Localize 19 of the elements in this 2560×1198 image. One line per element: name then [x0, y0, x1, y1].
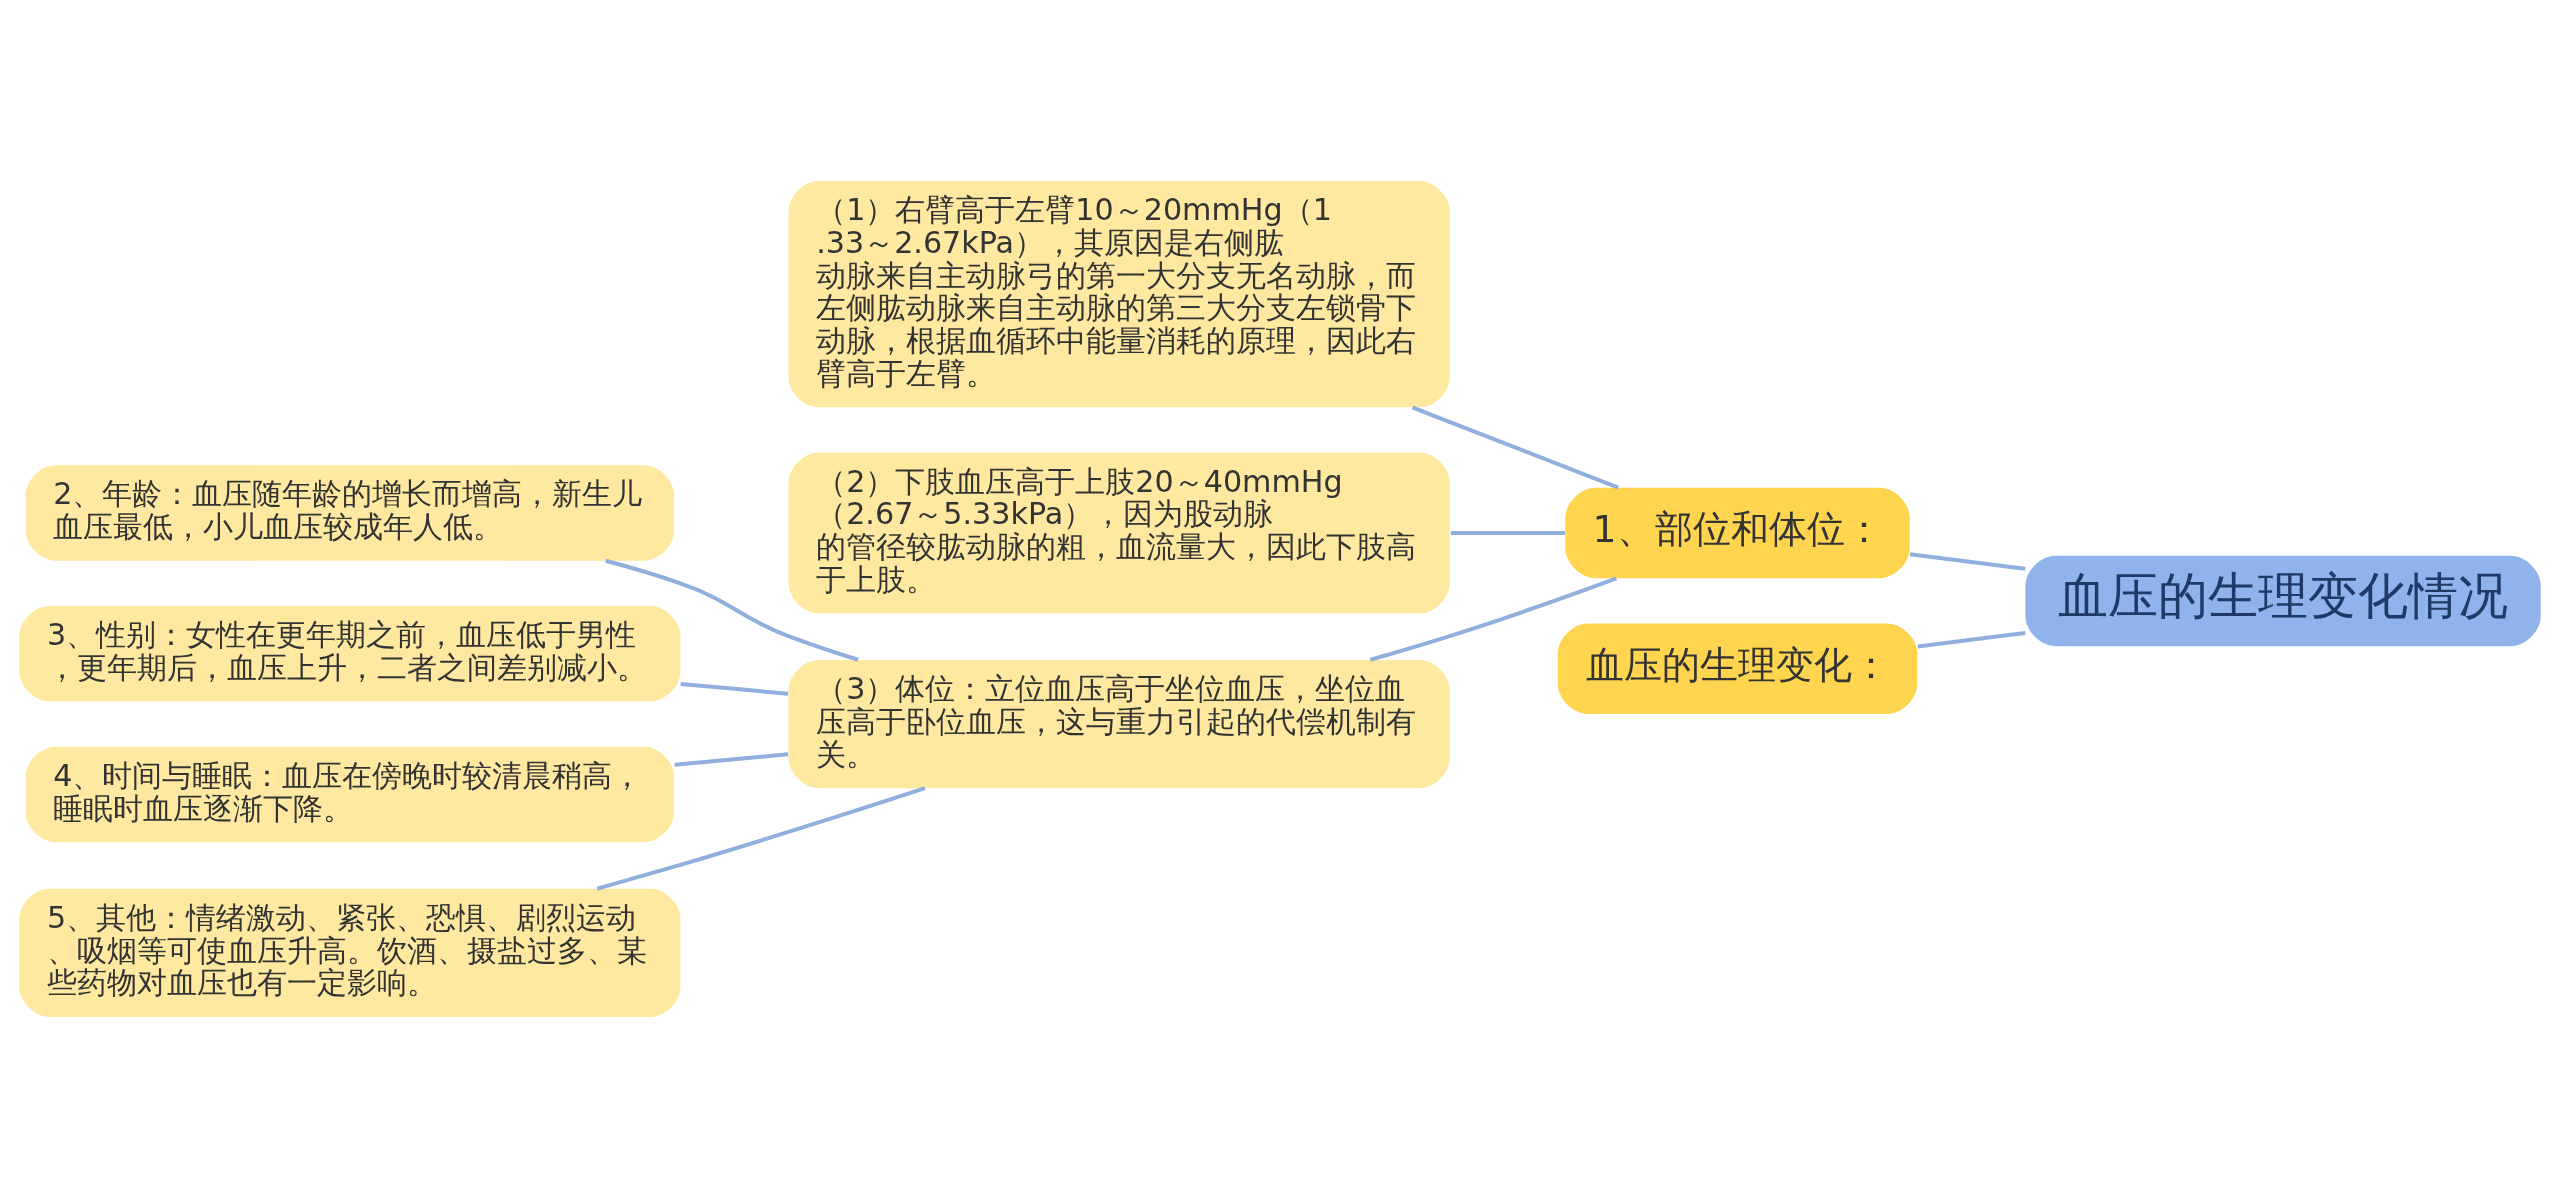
- connector: [1909, 552, 2026, 571]
- connector: [680, 681, 789, 696]
- node-box: 4、时间与睡眠：血压在傍晚时较清晨稍高，睡眠时血压逐渐下降。: [25, 746, 675, 843]
- connector: [674, 752, 789, 767]
- node-box: 3、性别：女性在更年期之前，血压低于男性，更年期后，血压上升，二者之间差别减小。: [19, 605, 681, 702]
- node-box: （3）体位：立位血压高于坐位血压，坐位血压高于卧位血压，这与重力引起的代偿机制有关。: [788, 659, 1450, 789]
- connector: [605, 558, 859, 662]
- node-box: 血压的生理变化情况: [2025, 555, 2541, 647]
- node-box: （2）下肢血压高于上肢20～40mmHg（2.67～5.33kPa），因为股动脉的管径较肱动脉的粗，血流量大，因此下肢高于上肢。: [788, 452, 1450, 614]
- connector: [1450, 531, 1565, 535]
- node-box: 2、年龄：血压随年龄的增长而增高，新生儿血压最低，小儿血压较成年人低。: [25, 465, 675, 561]
- node-box: 1、部位和体位：: [1565, 487, 1910, 579]
- connector: [1917, 630, 2026, 649]
- node-box: 血压的生理变化：: [1557, 623, 1918, 714]
- connector: [596, 786, 926, 891]
- node-box: （1）右臂高于左臂10～20mmHg（1.33～2.67kPa），其原因是右侧肱动脉来自主动脉弓的第一大分支无名动脉，而左侧肱动脉来自主动脉的第三大分支左锁骨下动脉，根据血循环中能量消耗的原理，因此右臂高于左臂。: [788, 181, 1450, 408]
- node-box: 5、其他：情绪激动、紧张、恐惧、剧烈运动、吸烟等可使血压升高。饮酒、摄盐过多、某些药物对血压也有一定影响。: [19, 888, 681, 1017]
- connector: [1369, 576, 1618, 662]
- connector: [1411, 405, 1619, 490]
